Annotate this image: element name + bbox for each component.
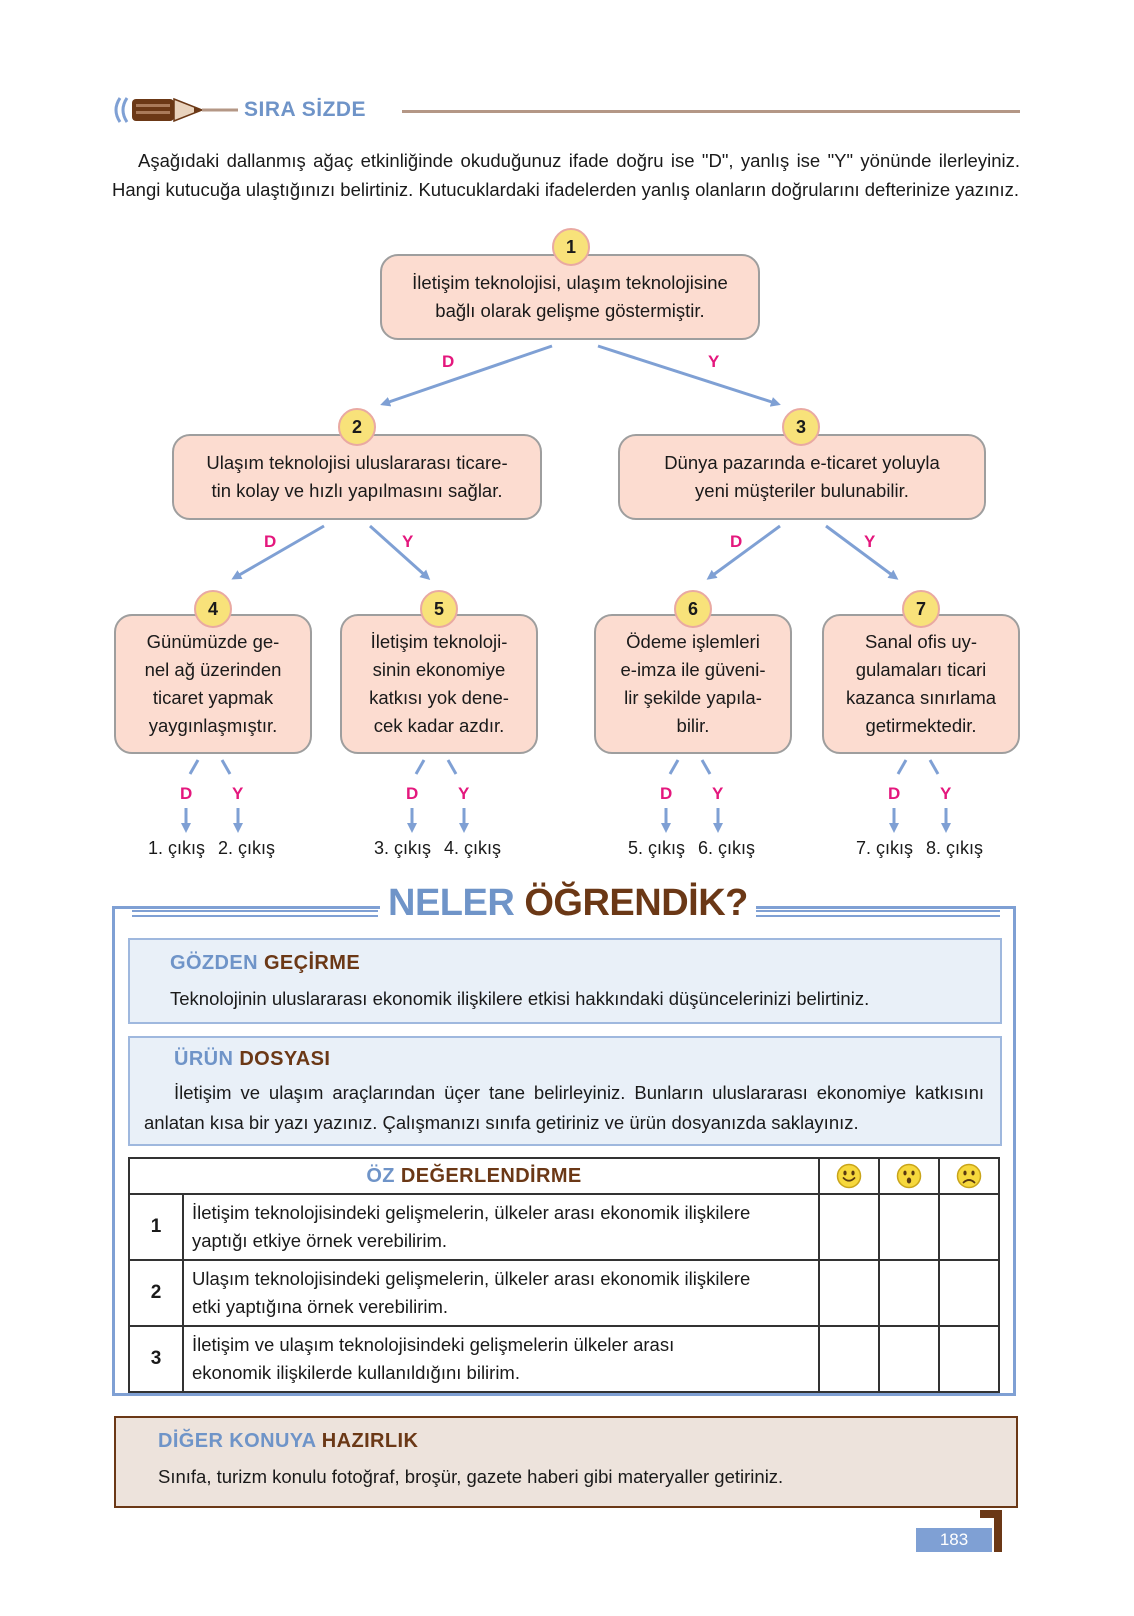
panel-title: GÖZDEN GEÇİRME <box>170 952 361 974</box>
tree-badge-4: 4 <box>194 590 232 628</box>
row-number: 1 <box>128 1193 184 1261</box>
exit-label-y: Y <box>712 784 724 803</box>
tree-badge-7: 7 <box>902 590 940 628</box>
sad-column-header <box>938 1157 1000 1195</box>
happy-checkbox-cell[interactable] <box>818 1325 880 1393</box>
tree-box-1: İletişim teknolojisi, ulaşım teknolojisi… <box>380 254 760 340</box>
surprised-checkbox-cell[interactable] <box>878 1259 940 1327</box>
branch-label-y: Y <box>864 532 876 551</box>
exit-text: 7. çıkış <box>856 838 914 858</box>
branch-label-d: D <box>730 532 743 551</box>
panel-text: Sınıfa, turizm konulu fotoğraf, broşür, … <box>158 1466 784 1487</box>
tree-badge-6: 6 <box>674 590 712 628</box>
happy-checkbox-cell[interactable] <box>818 1259 880 1327</box>
neler-ogrendik-title: NELER ÖĞRENDİK? <box>380 882 756 925</box>
page-corner-mark <box>980 1510 1002 1518</box>
table-title-cell: ÖZ DEĞERLENDİRME <box>128 1157 820 1195</box>
header-rule <box>402 110 1020 113</box>
sad-checkbox-cell[interactable] <box>938 1259 1000 1327</box>
page-number: 183 <box>916 1528 992 1552</box>
section-header: SIRA SİZDE <box>112 92 1020 128</box>
row-text: İletişim ve ulaşım teknolojisindeki geli… <box>182 1325 820 1393</box>
surprised-column-header <box>878 1157 940 1195</box>
happy-column-header <box>818 1157 880 1195</box>
tree-box-2: Ulaşım teknolojisi uluslararası ticare-t… <box>172 434 542 520</box>
exit-text: 6. çıkış <box>698 838 756 858</box>
exit-text: 3. çıkış <box>374 838 432 858</box>
smiley-happy-icon <box>836 1163 862 1189</box>
title-rule <box>132 910 1000 917</box>
diger-konuya-hazirlik-panel: DİĞER KONUYA HAZIRLIK Sınıfa, turizm kon… <box>114 1416 1018 1508</box>
panel-title: ÜRÜN DOSYASI <box>174 1048 331 1070</box>
panel-title: DİĞER KONUYA HAZIRLIK <box>158 1430 419 1452</box>
exit-label-d: D <box>180 784 193 803</box>
panel-text: İletişim ve ulaşım araçlarından üçer tan… <box>144 1082 984 1133</box>
surprised-checkbox-cell[interactable] <box>878 1325 940 1393</box>
row-number: 3 <box>128 1325 184 1393</box>
tree-box-text: İletişim teknolojisi, ulaşım teknolojisi… <box>412 272 728 321</box>
exit-label-d: D <box>660 784 673 803</box>
tree-badge-5: 5 <box>420 590 458 628</box>
row-text: İletişim teknolojisindeki gelişmelerin, … <box>182 1193 820 1261</box>
happy-checkbox-cell[interactable] <box>818 1193 880 1261</box>
intro-text: Aşağıdaki dallanmış ağaç etkinliğinde ok… <box>112 150 1020 200</box>
exit-text: 5. çıkış <box>628 838 686 858</box>
gozden-gecirme-panel: GÖZDEN GEÇİRME Teknolojinin uluslararası… <box>128 938 1002 1024</box>
smiley-surprised-icon <box>896 1163 922 1189</box>
exit-text: 8. çıkış <box>926 838 984 858</box>
branch-label-d: D <box>264 532 277 551</box>
oz-degerlendirme-table: ÖZ DEĞERLENDİRME 1 İletişim <box>128 1157 1000 1393</box>
branch-label-d: D <box>442 352 455 371</box>
tree-badge-2: 2 <box>338 408 376 446</box>
exit-label-y: Y <box>232 784 244 803</box>
branch-label-y: Y <box>708 352 720 371</box>
sad-checkbox-cell[interactable] <box>938 1193 1000 1261</box>
table-row: 1 İletişim teknolojisindeki gelişmelerin… <box>128 1193 1000 1261</box>
section-title: SIRA SİZDE <box>244 98 367 121</box>
urun-dosyasi-panel: ÜRÜN DOSYASI İletişim ve ulaşım araçları… <box>128 1036 1002 1146</box>
branch-label-y: Y <box>402 532 414 551</box>
row-number: 2 <box>128 1259 184 1327</box>
exit-label-y: Y <box>458 784 470 803</box>
table-row: 2 Ulaşım teknolojisindeki gelişmelerin, … <box>128 1259 1000 1327</box>
table-row: 3 İletişim ve ulaşım teknolojisindeki ge… <box>128 1325 1000 1393</box>
tree-box-text: Ulaşım teknolojisi uluslararası ticare-t… <box>206 452 508 501</box>
exit-text: 1. çıkış <box>148 838 206 858</box>
surprised-checkbox-cell[interactable] <box>878 1193 940 1261</box>
table-header-row: ÖZ DEĞERLENDİRME <box>128 1157 1000 1195</box>
tree-boxes: İletişim teknolojisi, ulaşım teknolojisi… <box>114 228 1020 858</box>
exit-label-y: Y <box>940 784 952 803</box>
tree-badge-1: 1 <box>552 228 590 266</box>
exit-label-d: D <box>888 784 901 803</box>
smiley-sad-icon <box>956 1163 982 1189</box>
row-text: Ulaşım teknolojisindeki gelişmelerin, ül… <box>182 1259 820 1327</box>
exit-text: 2. çıkış <box>218 838 276 858</box>
exit-label-d: D <box>406 784 419 803</box>
sad-checkbox-cell[interactable] <box>938 1325 1000 1393</box>
pencil-icon <box>114 97 238 123</box>
exit-text: 4. çıkış <box>444 838 502 858</box>
panel-text: Teknolojinin uluslararası ekonomik ilişk… <box>170 988 870 1009</box>
page-corner-mark <box>994 1510 1002 1552</box>
tree-badge-3: 3 <box>782 408 820 446</box>
